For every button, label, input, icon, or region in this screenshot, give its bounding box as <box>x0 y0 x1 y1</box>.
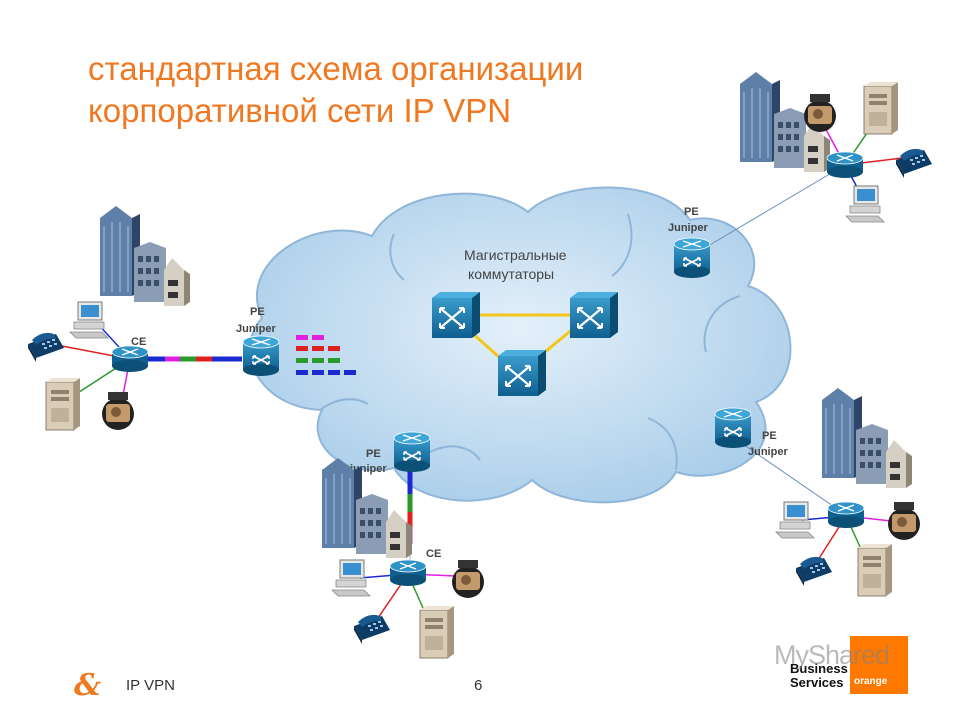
pe-right-label: PE Juniper <box>748 430 788 458</box>
page-number: 6 <box>474 677 483 694</box>
orange-logo-text: orange <box>854 676 888 687</box>
site-bottom <box>321 457 484 659</box>
pe-router-right <box>714 407 752 449</box>
slide-title: стандартная схема организации корпоратив… <box>88 48 728 132</box>
pe-top-right-label: PE Juniper <box>668 206 708 234</box>
brand-block: orange Business Services MyShared <box>768 636 908 696</box>
vpn-legend <box>296 335 356 375</box>
pe-router-top-right <box>673 237 711 279</box>
site-left <box>28 205 191 431</box>
title-line-1: стандартная схема организации <box>88 50 584 87</box>
phone-icon <box>28 332 64 362</box>
buildings-icon <box>821 387 913 489</box>
pc-icon <box>845 185 885 223</box>
videocam-icon <box>888 502 920 540</box>
buildings-icon <box>99 205 191 307</box>
core-switch-right <box>568 290 620 340</box>
footer-product: IP VPN <box>126 677 175 694</box>
server-icon <box>419 605 455 659</box>
site-top-right <box>739 71 932 223</box>
pc-icon <box>331 559 371 597</box>
site-right <box>775 387 920 597</box>
ce-left-label: CE <box>131 336 146 348</box>
phone-icon <box>896 148 932 178</box>
videocam-icon <box>102 392 134 430</box>
title-line-2: корпоративной сети IP VPN <box>88 92 512 129</box>
server-icon <box>45 377 81 431</box>
pc-icon <box>775 501 815 539</box>
business-services-label: Business Services <box>790 661 848 690</box>
core-switch-left <box>430 290 482 340</box>
server-icon <box>863 81 899 135</box>
videocam-icon <box>804 94 836 132</box>
pe-left-label: PE Juniper <box>236 306 276 335</box>
pe-router-left <box>242 335 280 377</box>
provider-cloud <box>248 186 792 504</box>
orange-ampersand-logo: & <box>74 668 102 703</box>
ce-router-right <box>827 501 865 529</box>
orange-logo-square: orange <box>850 636 908 694</box>
watermark: MyShared <box>774 640 890 670</box>
videocam-icon <box>452 560 484 598</box>
server-icon <box>857 543 893 597</box>
pc-icon <box>69 301 109 339</box>
pe-router-bottom <box>393 431 431 473</box>
phone-icon <box>796 556 832 586</box>
ce-bottom-label: CE <box>426 548 441 560</box>
ce-router-left <box>111 345 149 373</box>
core-switch-bottom <box>496 348 548 398</box>
ce-router-top-right <box>826 151 864 179</box>
core-label: Магистральные коммутаторы <box>464 247 570 282</box>
ce-router-bottom <box>389 559 427 587</box>
phone-icon <box>354 614 390 644</box>
